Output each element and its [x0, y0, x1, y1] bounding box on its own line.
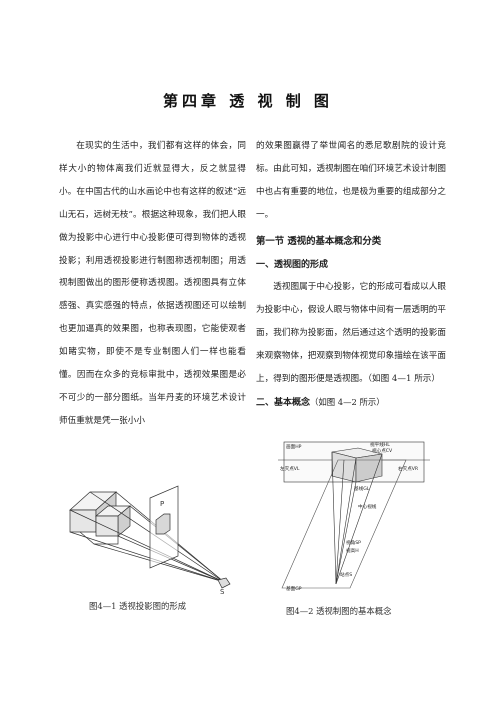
subsection-heading-2-label: 二、基本概念 — [256, 397, 311, 408]
intro-continuation: 的效果图赢得了举世闻名的悉尼歌剧院的设计竞标。由此可知，透视制图在咱们环境艺术设… — [256, 141, 446, 220]
left-column: 在现实的生活中，我们都有这样的体会，同样大小的物体离我们近就显得大，反之就显得小… — [59, 135, 246, 433]
intro-paragraph: 在现实的生活中，我们都有这样的体会，同样大小的物体离我们近就显得大，反之就显得小… — [59, 141, 246, 426]
label-h: 视高H — [346, 547, 359, 554]
label-center-sight: 中心视线 — [358, 503, 377, 510]
label-vl: 左灭点VL — [280, 465, 300, 472]
label-s: 站点S — [340, 571, 352, 578]
label-cv: 视心点CV — [372, 447, 393, 454]
perspective-projection-diagram: P S — [69, 485, 231, 596]
subsection-paragraph-1: 透视图属于中心投影，它的形成可看成以人眼为投影中心，假设人眼与物体中间有一层透明… — [256, 282, 446, 385]
subsection-heading-2-note: （如图 4—2 所示） — [310, 396, 385, 407]
plane-label: P — [160, 500, 164, 508]
figure-basic-concepts: 画面HP 视平线HL 视心点CV 左灭点VL 右灭点VR 基线GL 中心视线 视… — [278, 438, 430, 598]
figure-perspective-projection: P S — [60, 470, 240, 600]
chapter-title: 第四章 透 视 制 图 — [163, 92, 333, 110]
label-gp: 基面GP — [286, 585, 302, 592]
station-label: S — [220, 588, 225, 596]
subsection-heading-1: 一、透视图的形成 — [256, 259, 329, 270]
section-heading: 第一节 透视的基本概念和分类 — [256, 235, 382, 247]
basic-concepts-diagram: 画面HP 视平线HL 视心点CV 左灭点VL 右灭点VR 基线GL 中心视线 视… — [278, 441, 430, 592]
figure2-caption: 图4—2 透视制图的基本概念 — [286, 606, 392, 616]
label-gl: 基线GL — [354, 485, 370, 492]
label-hp: 画面HP — [286, 444, 302, 450]
label-vr: 右灭点VR — [398, 465, 419, 472]
subsection-heading-2: 二、基本概念（如图 4—2 所示） — [256, 391, 446, 415]
label-hl: 视平线HL — [370, 441, 390, 448]
label-sp: 视角SP — [346, 539, 361, 546]
right-column: 的效果图赢得了举世闻名的悉尼歌剧院的设计竞标。由此可知，透视制图在咱们环境艺术设… — [256, 135, 446, 415]
figure1-caption: 图4—1 透视投影图的形成 — [89, 601, 187, 611]
